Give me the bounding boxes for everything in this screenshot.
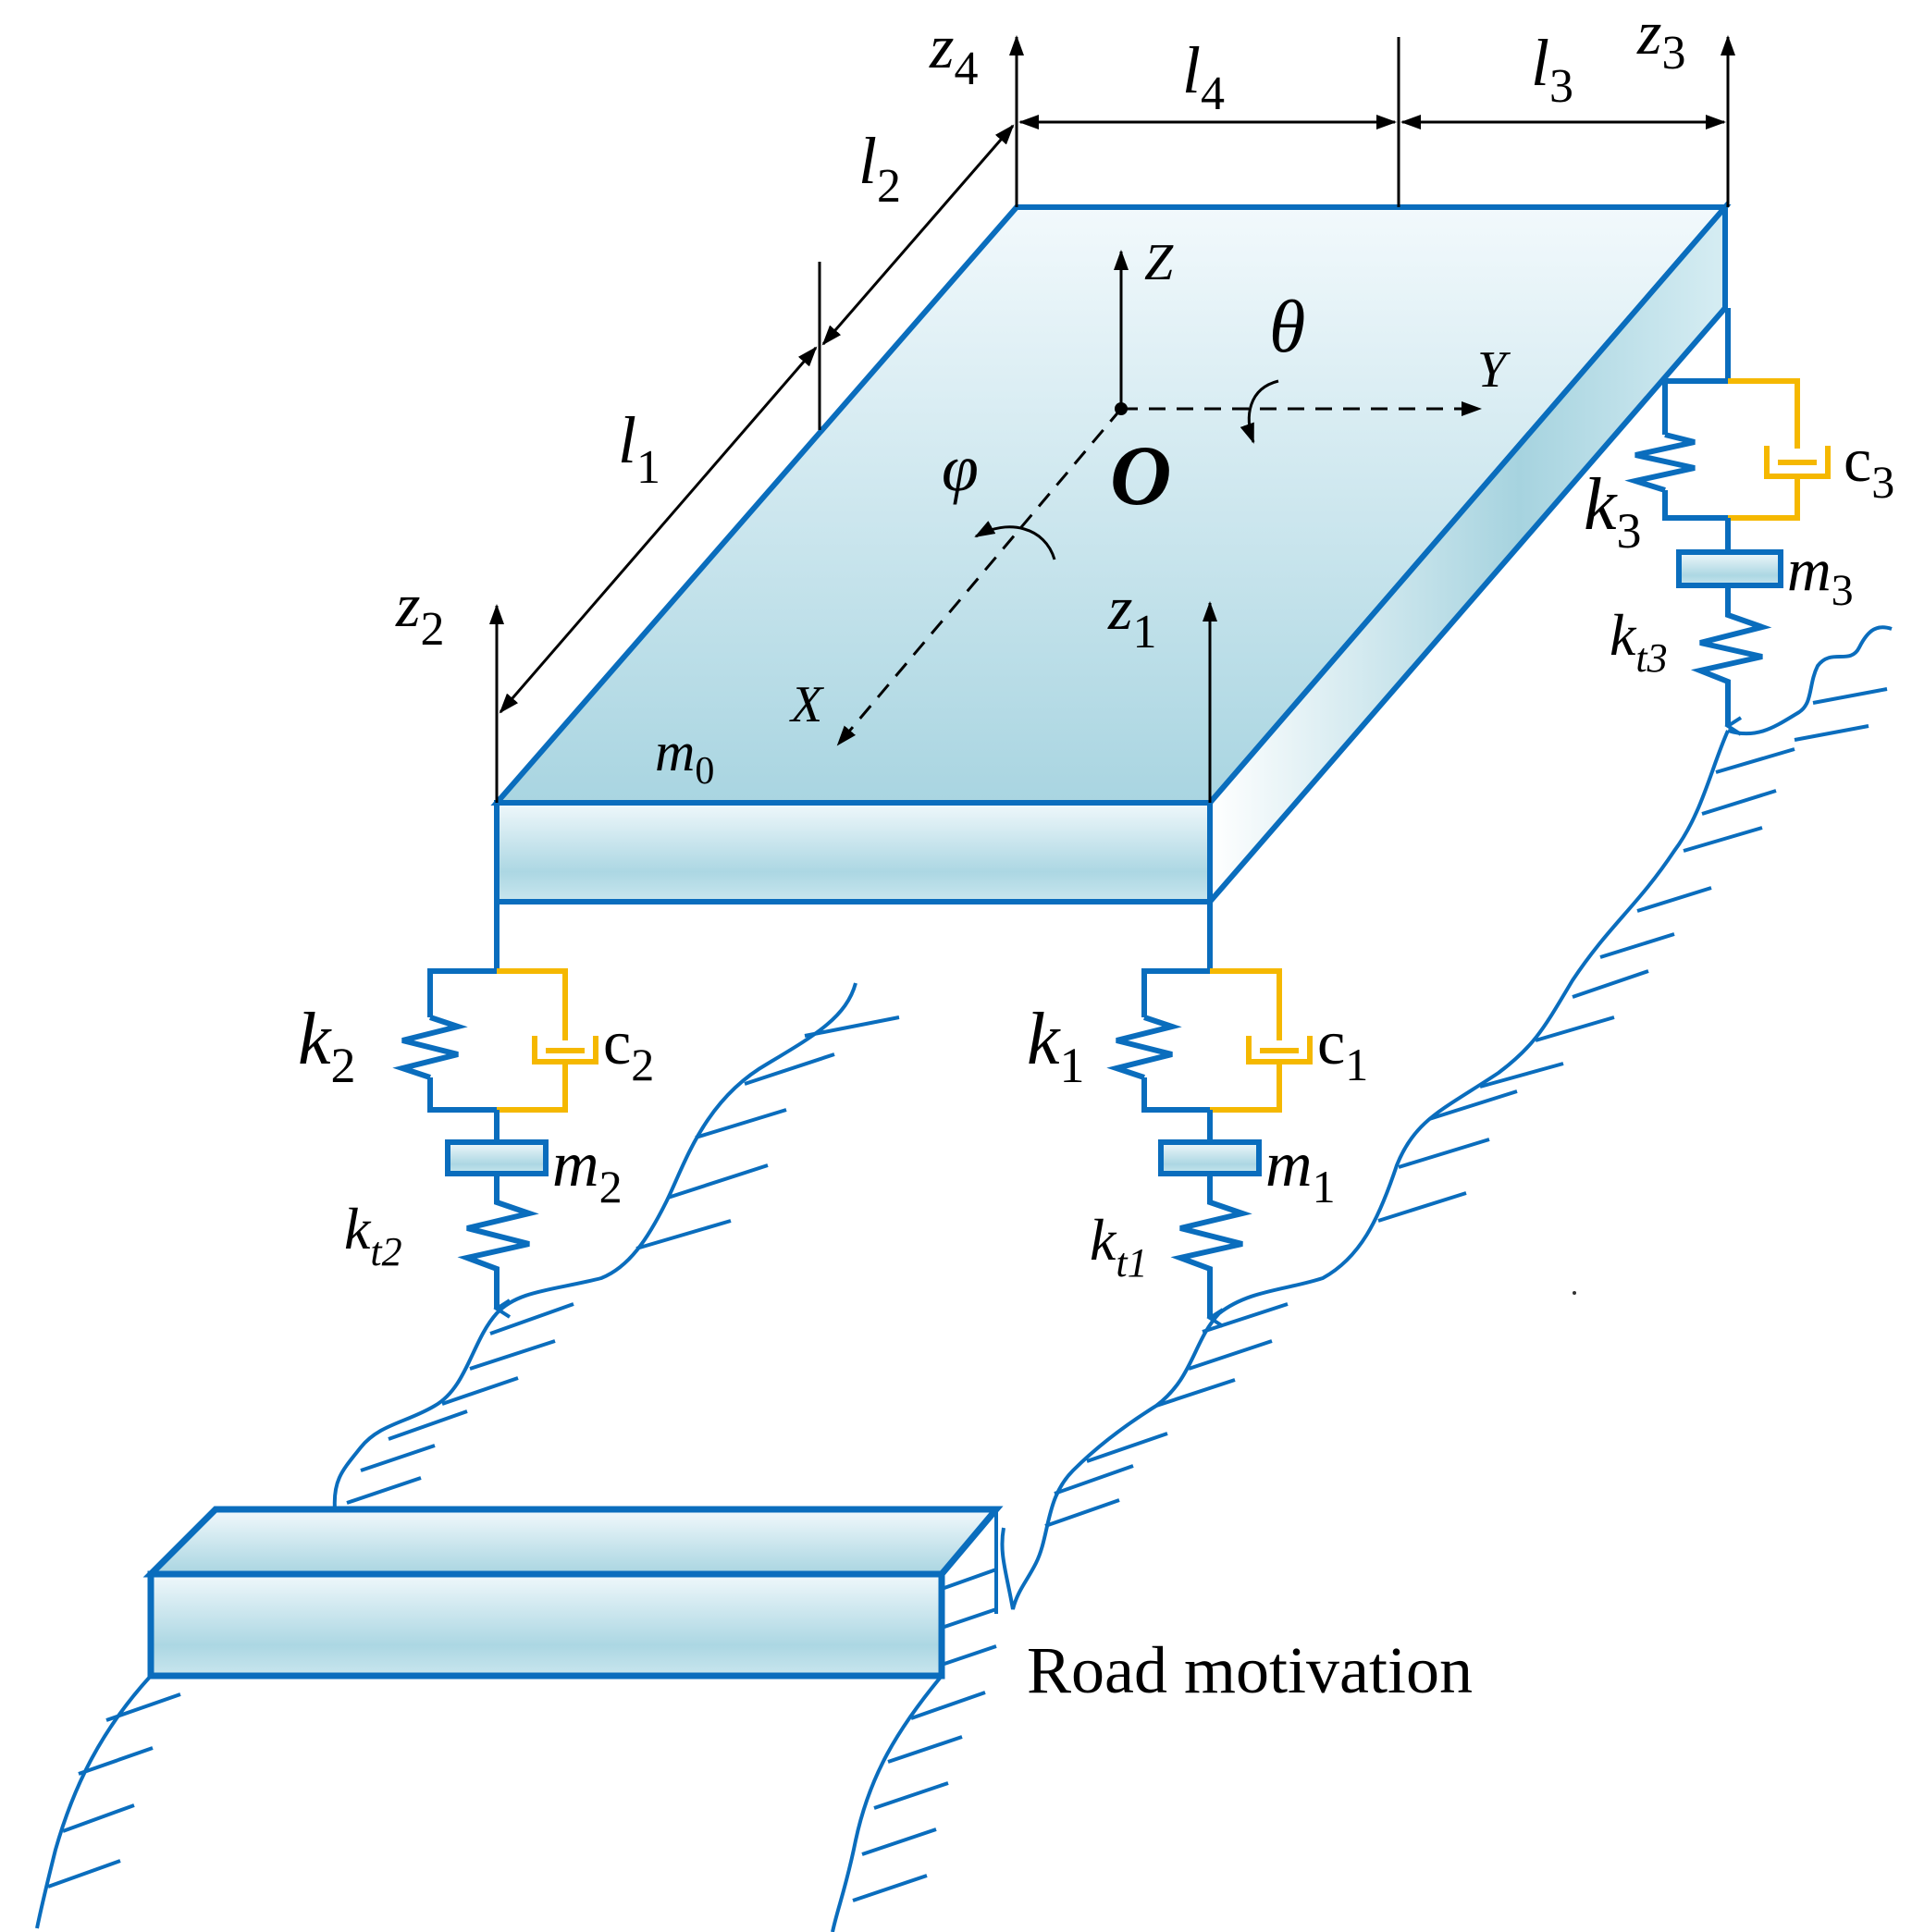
- bump-front-face: [147, 1570, 945, 1680]
- label-l4: l4: [1182, 33, 1225, 120]
- dimension-lines: [489, 35, 1735, 803]
- label-z1: z1: [1107, 572, 1156, 658]
- label-m3: m3: [1787, 536, 1854, 615]
- label-z4: z4: [929, 11, 978, 95]
- label-origin: O: [1110, 428, 1171, 523]
- pitch-rotation-arrow: [1240, 379, 1279, 444]
- damper-c3-frame: [1728, 378, 1800, 449]
- label-l1: l1: [618, 403, 660, 494]
- bump-top-face: [142, 1506, 1004, 1578]
- road-bump: [35, 1506, 1004, 1932]
- label-m0: m0: [655, 721, 714, 793]
- damper-c2-frame: [497, 968, 568, 1040]
- label-k1: k1: [1027, 999, 1085, 1093]
- suspension-corner-3: k3 c3 m3 kt3: [1584, 308, 1894, 736]
- coordinate-axes: [836, 250, 1482, 746]
- road-hatch-right: [1044, 687, 1888, 1528]
- label-m2: m2: [552, 1129, 623, 1212]
- label-c1: c1: [1317, 1007, 1368, 1090]
- label-k3: k3: [1584, 464, 1642, 559]
- l2-dimension: [821, 124, 1015, 346]
- road-profile-rear: [1727, 625, 1893, 736]
- suspension-corner-2: k2 c2 m2 kt2: [298, 902, 654, 1319]
- unsprung-mass-m2: [445, 1139, 549, 1176]
- label-x-axis: X: [789, 676, 825, 733]
- l1-dimension: [499, 346, 818, 714]
- spring-k1-frame: [1141, 968, 1210, 1017]
- label-kt3: kt3: [1610, 602, 1668, 681]
- ground-hatch-right: [852, 1691, 986, 1902]
- ground-hatch-left: [47, 1692, 181, 1889]
- label-kt2: kt2: [344, 1196, 402, 1274]
- label-z3: z3: [1636, 0, 1685, 80]
- spring-k2: [392, 1015, 468, 1080]
- ground-right: [831, 1674, 944, 1932]
- road-hatch-left: [346, 1015, 900, 1505]
- spring-k3-frame: [1662, 378, 1728, 435]
- label-y-axis: Y: [1477, 341, 1511, 399]
- road-profiles: [332, 625, 1893, 1610]
- spring-k1: [1106, 1015, 1182, 1080]
- tire-spring-kt3: [1690, 585, 1772, 736]
- label-z2: z2: [395, 570, 444, 656]
- label-m1: m1: [1265, 1129, 1336, 1212]
- unsprung-mass-m1: [1158, 1139, 1262, 1176]
- road-profile-right: [1000, 730, 1730, 1610]
- spring-k2-frame: [427, 968, 497, 1017]
- tire-spring-kt2: [457, 1174, 539, 1319]
- spring-k3: [1624, 432, 1696, 493]
- suspension-corner-1: k1 c1 m1 kt1: [1027, 902, 1368, 1328]
- damper-c1-frame: [1210, 968, 1282, 1040]
- labels: z4 l4 l3 z3 l2 l1 Z θ Y φ O X m0 z2 z1: [395, 0, 1685, 793]
- x-axis: [836, 408, 1123, 746]
- stray-dot: [1573, 1291, 1576, 1295]
- label-l3: l3: [1531, 26, 1573, 113]
- vehicle-body: [490, 199, 1732, 910]
- roll-rotation-arrow: [974, 521, 1056, 560]
- label-c2: c2: [603, 1007, 654, 1090]
- label-c3: c3: [1844, 425, 1894, 508]
- label-kt1: kt1: [1090, 1207, 1148, 1286]
- label-phi: φ: [942, 431, 979, 505]
- road-motivation-label: Road motivation: [1027, 1633, 1473, 1707]
- label-z-axis: Z: [1144, 234, 1174, 291]
- label-k2: k2: [298, 999, 356, 1093]
- ground-left: [35, 1674, 153, 1929]
- bump-hatch: [941, 1568, 997, 1667]
- label-l2: l2: [858, 124, 901, 213]
- label-theta: θ: [1269, 287, 1305, 368]
- unsprung-mass-m3: [1676, 549, 1783, 588]
- body-front-face: [494, 800, 1213, 904]
- tire-spring-kt1: [1170, 1174, 1252, 1328]
- road-profile-left: [332, 982, 857, 1510]
